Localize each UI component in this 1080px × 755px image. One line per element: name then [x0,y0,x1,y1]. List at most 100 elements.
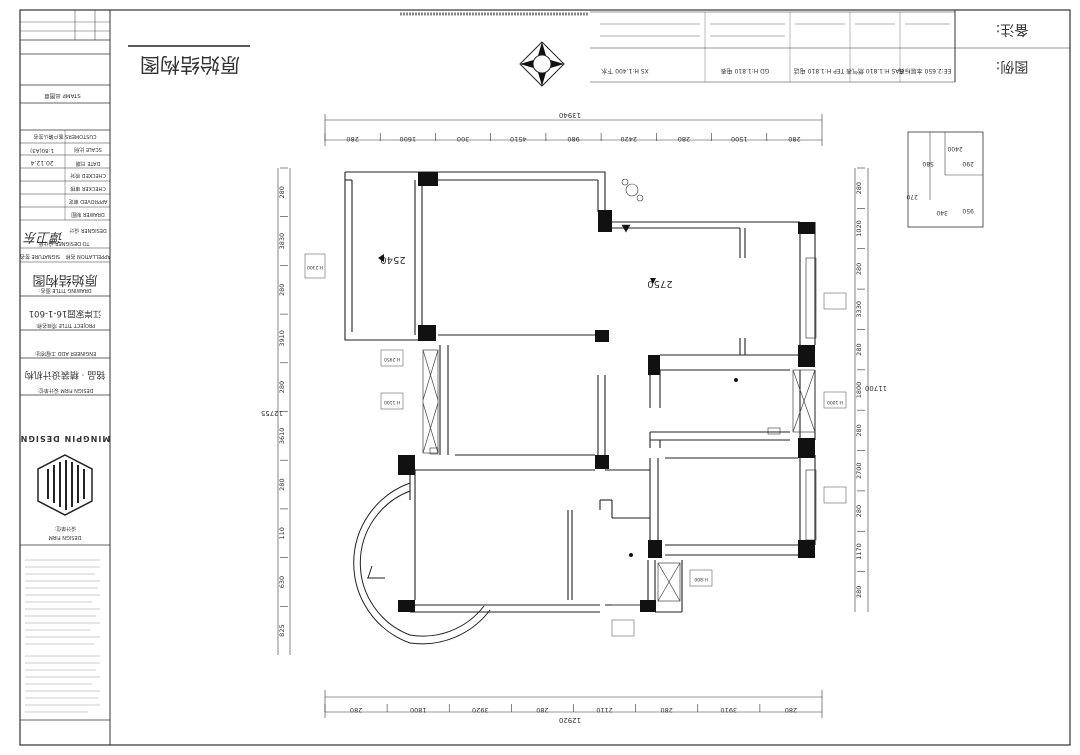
room-marker-right [650,278,656,284]
approved-label: APPROVED 审定 [69,198,108,205]
firm-slogan: 铭品 · 精装设计机构 [25,369,106,381]
appellation-label: APPELLATION 名称 [65,253,110,260]
sheet-border [19,9,1071,746]
fixtures [429,178,781,558]
rightSeg-dim-6: 280 [855,424,863,436]
right-total-dim: 11700 [865,384,887,392]
project-name: 江岸家园16-1-601 [29,308,102,319]
todesigner-label: TO DESIGNER 设计师 [38,240,90,247]
elevation-tags [304,253,847,637]
rightSeg-dim-5: 1800 [855,382,863,399]
left-dimension-lines [277,168,291,655]
corner-dim-1: 2400 [947,145,962,152]
legend-row-4: XS H:1.400 下水 [601,67,648,75]
topSeg-dim-8: 280 [788,135,800,143]
leftSeg-dim-4: 280 [278,381,286,393]
bottom-total-dim: 12920 [559,716,581,724]
checked-label: CHECKED 校对 [70,172,106,179]
firm-logo [37,454,93,516]
structural-columns [398,172,815,612]
checker-label: CHECKER 审核 [70,185,105,192]
leftSeg-dim-0: 280 [278,186,286,198]
spot-label-3: H:1000 [827,399,843,405]
legend-row-2: TEP H:1.810 电话 [794,67,846,75]
leftSeg-dim-2: 280 [278,284,286,296]
customer-label: CUSTOMERS 客户确认签名 [33,133,96,140]
firm-label: DESIGN FIRM [48,534,81,540]
rightSeg-dim-4: 280 [855,343,863,355]
botSeg-dim-7: 280 [785,706,797,714]
bottom-segment-dims: 280 1800 3920 280 2110 280 3910 280 [324,704,797,714]
rightSeg-dim-1: 1020 [855,220,863,237]
room-marker-left [378,254,384,262]
corner-dim-7: 950 [962,207,974,214]
titleblock-drawing-title: 原始结构图 [32,272,97,287]
engineer-label: ENGINEER ADD 工程地址: [34,350,96,357]
rightSeg-dim-8: 280 [855,505,863,517]
windows [422,257,817,606]
botSeg-dim-4: 2110 [596,706,613,714]
corner-dim-0: 580 [922,160,934,167]
leftSeg-dim-8: 630 [278,576,286,588]
botSeg-dim-6: 3910 [721,706,738,714]
north-compass [519,41,565,87]
rightSeg-dim-3: 3330 [855,301,863,318]
rightSeg-dim-9: 1170 [855,543,863,560]
topSeg-dim-2: 300 [457,135,469,143]
designer-label: DESIGNER 设计 [69,227,107,234]
botSeg-dim-0: 280 [350,706,362,714]
rightSeg-dim-0: 280 [855,182,863,194]
topSeg-dim-6: 280 [678,135,690,143]
leftSeg-dim-1: 3830 [278,233,286,250]
title-block: STAMP 出图章 CUSTOMERS 客户确认签名 SCALE 比例 1:80… [20,10,111,721]
topSeg-dim-1: 1600 [400,135,417,143]
top-total-dim: 13940 [559,111,581,119]
scale-label: SCALE 比例 [74,146,102,153]
drawing-title-label: DRAWING TITLE 图名: [39,287,92,294]
botSeg-dim-5: 280 [660,706,672,714]
notes-text-block [25,559,100,713]
walls [344,171,816,613]
topSeg-dim-4: 980 [567,135,579,143]
signature-label: SIGNATURE 签名 [20,253,60,260]
legend-row-1: GAS H:1.810 燃气表 [846,67,904,75]
spot-label-2: H:1100 [384,399,400,405]
scale-value: 1:80(A3) [30,147,54,153]
topSeg-dim-0: 280 [346,135,358,143]
corner-dim-5: 340 [936,209,948,216]
designer-signature: 谭卫东 [22,229,63,244]
firm-label-cn: 设计单位: [54,525,76,532]
date-label: DATE 日期 [76,160,101,166]
room-label-right: 2750 [647,278,672,289]
rightSeg-dim-2: 280 [855,263,863,275]
right-dimension-lines [854,168,869,612]
drawing-title: 原始结构图 [140,53,240,77]
botSeg-dim-1: 1800 [410,706,427,714]
notes-label: 备注: [996,21,1029,38]
spot-label-4: H:800 [694,576,708,582]
design-firm-row: DESIGN FIRM 设计单位: [37,387,94,394]
leftSeg-dim-6: 280 [278,478,286,490]
leftSeg-dim-7: 110 [278,527,286,539]
topSeg-dim-7: 1500 [731,135,748,143]
legend-label: 图例: [996,58,1029,74]
rightSeg-dim-10: 280 [855,586,863,598]
curved-bay [353,482,491,645]
corner-detail-box: 580 2400 950 340 270 290 [906,131,984,228]
rightSeg-dim-7: 2700 [855,462,863,479]
date-value: 20.12.4 [31,159,54,166]
botSeg-dim-2: 3920 [472,706,489,714]
leftSeg-dim-9: 825 [278,624,286,636]
legend-row-0: EE:2.650 本层标高 [899,67,952,75]
drawer-label: DRAWER 制图 [71,211,104,218]
legend-panel: EE:2.650 本层标高 GAS H:1.810 燃气表 TEP H:1.81… [400,11,1070,83]
stamp-label: STAMP 出图章 [44,92,81,100]
firm-name: MINGPIN DESIGN [20,434,111,443]
right-segment-dims: 280 1020 280 3330 280 1800 280 2700 280 1170 280 [855,167,865,598]
botSeg-dim-3: 280 [536,706,548,714]
corner-dim-6: 270 [906,193,918,200]
